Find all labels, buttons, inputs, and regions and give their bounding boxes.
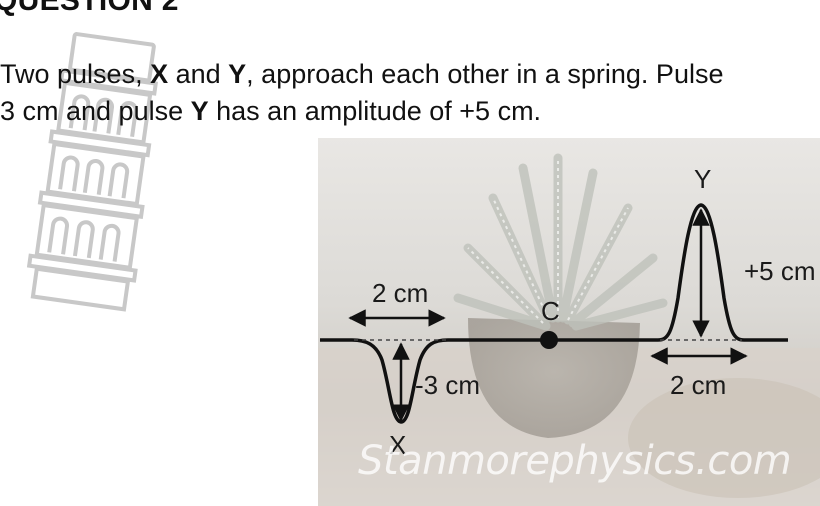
spring-diagram [320,203,788,424]
amplitude-x-label: -3 cm [415,370,480,400]
spring-line [320,203,788,424]
pulse-x-label: X [389,430,407,460]
background-photo [318,153,820,506]
width-left-label: 2 cm [372,278,429,308]
pulse-diagram: Y +5 cm 2 cm C -3 cm 2 cm X Stanmorephys… [318,138,820,506]
question-heading: QUESTION 2 [0,0,179,17]
question-line-2: 3 cm and pulse Y has an amplitude of +5 … [0,96,542,126]
tower-logo-icon [26,32,158,312]
question-line-1: Two pulses, X and Y, approach each other… [0,59,724,89]
amplitude-y-label: +5 cm [744,256,816,286]
pulse-y-label: Y [694,164,712,194]
width-right-label: 2 cm [670,370,727,400]
point-c-label: C [541,296,560,326]
watermark-text: Stanmorephysics.com [358,438,792,484]
point-c-marker [540,331,558,349]
